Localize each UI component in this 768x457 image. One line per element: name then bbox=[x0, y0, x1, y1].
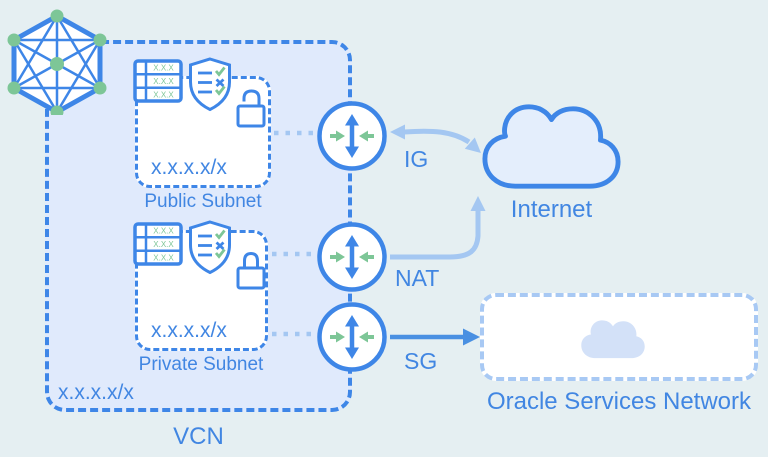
security-list-shield-icon bbox=[189, 220, 231, 275]
route-table-row: X.X.X bbox=[153, 91, 174, 100]
route-table-row: X.X.X bbox=[153, 64, 174, 73]
service-gateway-icon bbox=[315, 300, 389, 374]
route-table-row: X.X.X bbox=[153, 254, 174, 263]
osn-cloud-icon bbox=[581, 320, 645, 359]
vcn-cidr: x.x.x.x/x bbox=[58, 381, 134, 404]
vcn-hexagon-icon bbox=[7, 9, 107, 115]
route-table-row: X.X.X bbox=[153, 240, 174, 249]
x-icon bbox=[215, 241, 225, 251]
check-icon bbox=[214, 248, 226, 259]
sg-osn-arrow bbox=[390, 328, 480, 346]
lock-icon bbox=[236, 251, 266, 290]
ig-internet-arrow bbox=[390, 124, 481, 153]
internet-gateway-icon bbox=[315, 99, 389, 173]
unlock-icon bbox=[236, 89, 266, 128]
check-icon bbox=[214, 66, 226, 77]
route-table-icon: X.X.X X.X.X X.X.X bbox=[133, 222, 183, 266]
nat-gateway-label: NAT bbox=[395, 265, 440, 291]
internet-label: Internet bbox=[510, 196, 593, 223]
public-subnet-cidr: x.x.x.x/x bbox=[151, 156, 227, 179]
x-icon bbox=[215, 78, 225, 88]
nat-internet-arrow bbox=[390, 196, 486, 260]
private-subnet-label: Private Subnet bbox=[138, 354, 264, 375]
check-icon bbox=[214, 229, 226, 240]
check-icon bbox=[214, 85, 226, 96]
route-table-icon: X.X.X X.X.X X.X.X bbox=[133, 59, 183, 103]
internet-gateway-label: IG bbox=[404, 146, 429, 172]
oracle-services-network-label: Oracle Services Network bbox=[486, 388, 752, 415]
route-table-row: X.X.X bbox=[153, 77, 174, 86]
vcn-label: VCN bbox=[173, 423, 224, 450]
private-subnet-cidr: x.x.x.x/x bbox=[151, 319, 227, 342]
security-list-shield-icon bbox=[189, 57, 231, 112]
public-subnet-label: Public Subnet bbox=[144, 191, 262, 212]
service-gateway-label: SG bbox=[404, 348, 438, 374]
internet-cloud-icon bbox=[478, 100, 625, 194]
nat-gateway-icon bbox=[315, 220, 389, 294]
route-table-row: X.X.X bbox=[153, 227, 174, 236]
